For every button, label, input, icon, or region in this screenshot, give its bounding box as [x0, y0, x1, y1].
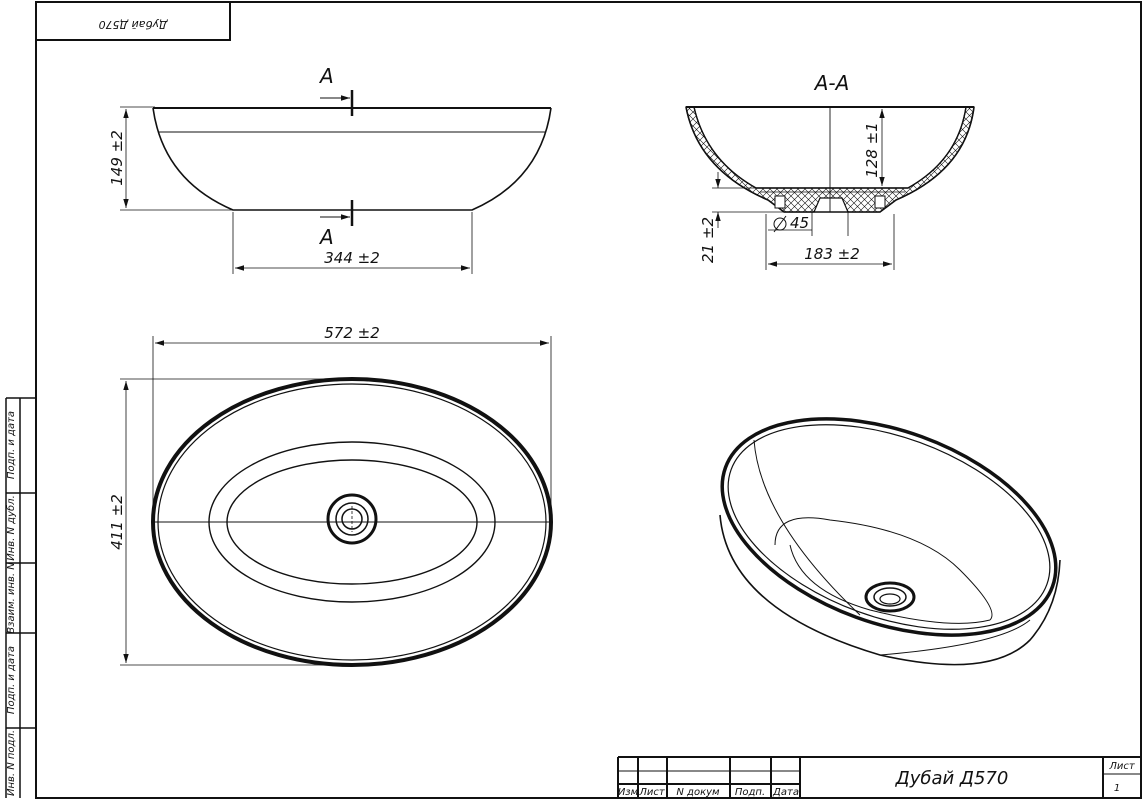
- col-date: Дата: [772, 787, 799, 798]
- diameter-icon: [773, 215, 787, 233]
- drawing-title: Дубай Д570: [895, 768, 1009, 789]
- dim-height: 149 ±2: [108, 130, 126, 186]
- dim-drain-diameter: 45: [790, 214, 809, 232]
- section-title: А-А: [813, 71, 850, 95]
- side-stamp-3: Взаим. инв. N: [6, 562, 17, 634]
- side-stamp-4: Подп. и дата: [6, 646, 17, 714]
- dim-width: 411 ±2: [108, 494, 126, 550]
- isometric-view: [719, 417, 1061, 666]
- dim-length: 572 ±2: [324, 324, 380, 342]
- dim-base-width: 344 ±2: [324, 249, 380, 267]
- col-sign: Подп.: [735, 787, 765, 798]
- col-list: Лист: [638, 787, 666, 798]
- title-block: Изм Лист N докум Подп. Дата Дубай Д570 Л…: [617, 756, 1141, 798]
- section-mark-top: А: [318, 64, 334, 88]
- sheet-frame: [35, 1, 1142, 799]
- side-stamp-1: Подп. и дата: [6, 411, 17, 479]
- iso-drain-icon: [864, 581, 916, 613]
- section-view: А-А 128 ±1 21 ±2 45 183 ±2: [685, 71, 975, 270]
- dim-inner-depth: 128 ±1: [863, 122, 881, 178]
- sheet-label: Лист: [1108, 761, 1136, 772]
- side-stamp-2: Инв. N дубл.: [5, 495, 17, 561]
- dim-base-diameter: 183 ±2: [804, 245, 860, 263]
- side-stamp-5: Инв. N подл.: [6, 730, 17, 796]
- top-stamp-text: Дубай Д570: [99, 18, 169, 31]
- side-stamp-column: Подп. и дата Инв. N дубл. Взаим. инв. N …: [5, 397, 36, 798]
- sheet-number: 1: [1114, 783, 1120, 794]
- plan-view: 572 ±2 411 ±2: [108, 324, 553, 667]
- section-mark-bottom: А: [318, 225, 334, 249]
- col-doc: N докум: [676, 787, 720, 798]
- col-izm: Изм: [618, 787, 639, 798]
- dim-bottom-thickness: 21 ±2: [699, 217, 717, 263]
- top-stamp: Дубай Д570: [35, 1, 231, 41]
- front-view: А А 149 ±2 344 ±2: [108, 64, 552, 274]
- drain-icon: [326, 493, 378, 545]
